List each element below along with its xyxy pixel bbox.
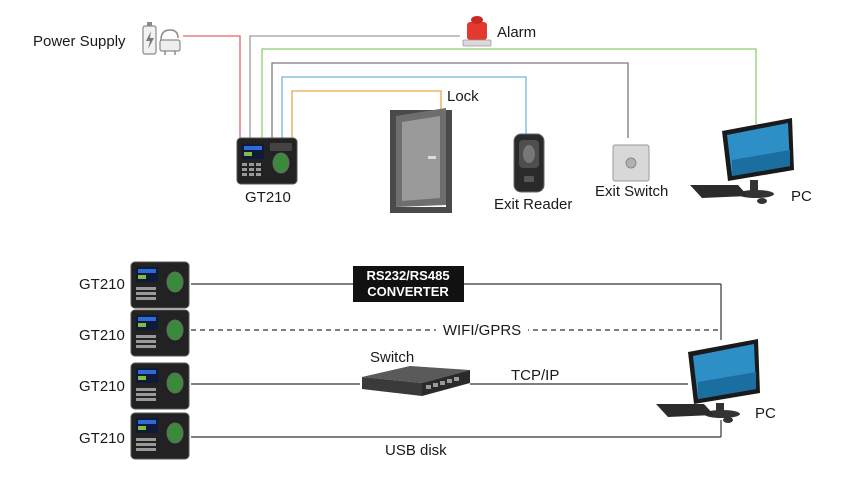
gt210-device-3 (130, 362, 190, 410)
gt210-device-4 (130, 412, 190, 460)
converter-line-2: CONVERTER (367, 284, 449, 299)
alarm-label: Alarm (497, 24, 536, 41)
device-2-label: GT210 (79, 327, 125, 344)
pc-label: PC (791, 188, 812, 205)
exit-switch-wire (271, 62, 629, 138)
power-supply-icon (142, 22, 181, 55)
pc-wire (261, 48, 757, 138)
door-lock-icon (390, 108, 452, 213)
exit-switch-icon (612, 144, 650, 182)
gt210-device-icon (236, 137, 298, 185)
gt210-device-1 (130, 261, 190, 309)
device-1-label: GT210 (79, 276, 125, 293)
lock-wire (291, 90, 442, 138)
usb-label: USB disk (385, 442, 447, 459)
converter-line-1: RS232/RS485 (366, 268, 449, 283)
device-4-label: GT210 (79, 430, 125, 447)
alarm-wire (249, 35, 460, 138)
lock-label: Lock (447, 88, 479, 105)
device-label: GT210 (245, 189, 291, 206)
device-3-label: GT210 (79, 378, 125, 395)
power-supply-wire (183, 35, 241, 138)
network-lines (191, 283, 722, 438)
alarm-icon (462, 16, 492, 47)
pc-label-bottom: PC (755, 405, 776, 422)
exit-reader-label: Exit Reader (494, 196, 572, 213)
exit-reader-wire (281, 76, 527, 138)
wifi-label: WIFI/GPRS (443, 322, 521, 339)
pc-icon-bottom (656, 339, 760, 423)
gt210-device-2 (130, 309, 190, 357)
switch-label: Switch (370, 349, 414, 366)
network-switch-icon (362, 366, 470, 396)
exit-switch-label: Exit Switch (595, 183, 668, 200)
pc-icon (690, 118, 794, 204)
tcpip-label: TCP/IP (511, 367, 559, 384)
converter-box: RS232/RS485 CONVERTER (353, 266, 464, 302)
exit-reader-icon (513, 133, 545, 193)
wiring (183, 35, 757, 138)
power-supply-label: Power Supply (33, 33, 126, 50)
